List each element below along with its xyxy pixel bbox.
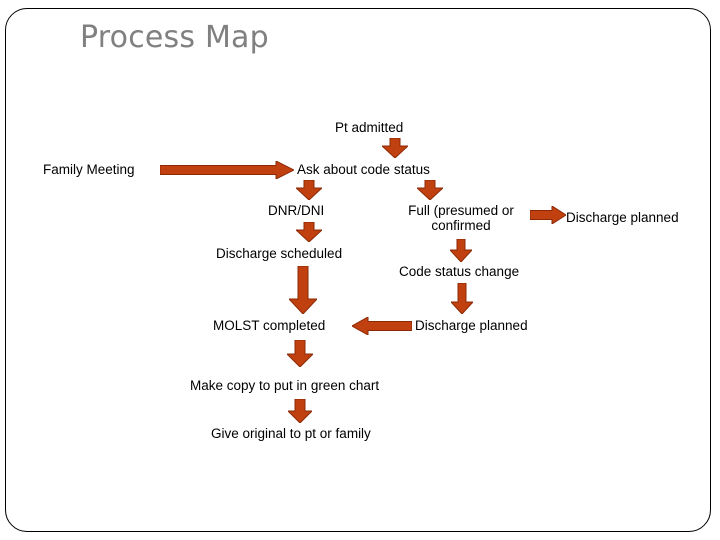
node-pt-admitted: Pt admitted	[335, 120, 404, 135]
arrow-discharge-planned-to-molst	[352, 317, 412, 335]
arrow-full-code-to-code-status-change	[450, 239, 472, 262]
arrow-make-copy-to-give-original	[288, 399, 312, 423]
node-code-status-change: Code status change	[399, 264, 520, 279]
arrow-dnr-dni-to-discharge-scheduled	[296, 222, 322, 242]
arrow-code-status-change-to-discharge-planned	[451, 283, 473, 314]
arrow-molst-to-make-copy	[287, 340, 313, 367]
node-discharge-planned-mid: Discharge planned	[415, 318, 528, 333]
node-discharge-scheduled: Discharge scheduled	[216, 246, 343, 261]
page-title: Process Map	[80, 20, 269, 55]
node-give-original: Give original to pt or family	[211, 426, 371, 441]
node-molst-completed: MOLST completed	[213, 318, 326, 333]
slide-border-frame	[5, 8, 711, 532]
arrow-family-meeting-to-ask-code-status	[160, 161, 294, 179]
node-discharge-planned-right: Discharge planned	[566, 210, 679, 225]
arrow-full-code-to-discharge-planned	[530, 206, 566, 224]
node-dnr-dni: DNR/DNI	[268, 203, 325, 218]
node-full-code: Full (presumed or confirmed	[408, 203, 514, 233]
arrow-discharge-scheduled-to-molst	[289, 266, 317, 314]
arrow-ask-code-status-to-full-code	[417, 180, 443, 200]
arrow-pt-admitted-to-ask-code-status	[382, 138, 408, 158]
node-make-copy-green-chart: Make copy to put in green chart	[190, 378, 380, 393]
arrow-ask-code-status-to-dnr-dni	[296, 180, 322, 200]
node-ask-about-code-status: Ask about code status	[297, 162, 430, 177]
node-family-meeting: Family Meeting	[43, 162, 135, 177]
